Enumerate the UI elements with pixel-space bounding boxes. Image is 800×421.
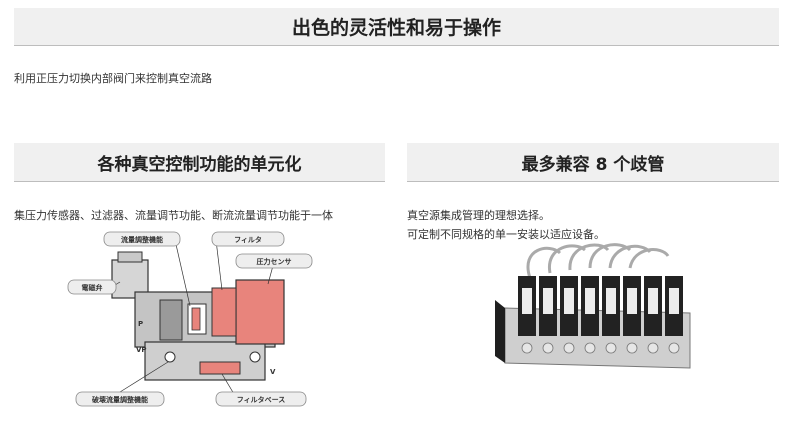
label-box-solenoid-valve — [67, 279, 117, 295]
manifold-description-line1: 真空源集成管理的理想选择。 — [407, 209, 550, 222]
manifold-description-line2: 可定制不同规格的单一安装以适应设备。 — [407, 228, 605, 241]
vacuum-units-description: 集压力传感器、过滤器、流量调节功能、断流流量调节功能于一体 — [14, 209, 333, 222]
filter-base-part — [199, 361, 241, 375]
label-box-flow-adjust — [103, 231, 181, 247]
section-title-banner-manifold: 最多兼容 8 个歧管 — [407, 143, 779, 182]
label-port-v: V — [270, 368, 276, 376]
intro-text: 利用正压力切换内部阀门来控制真空流路 — [14, 72, 212, 85]
label-box-pressure-sensor — [235, 253, 313, 269]
label-port-vp: VP — [136, 346, 147, 354]
break-flow-adjust-screw — [164, 351, 176, 363]
label-flow-adjust: 流量調整機能 — [121, 235, 163, 244]
label-port-p: P — [138, 320, 143, 328]
label-box-filter-base — [215, 391, 307, 407]
internal-passage — [159, 299, 183, 341]
section-title-vacuum-units: 各种真空控制功能的单元化 — [97, 154, 302, 175]
cross-section-diagram: 流量調整機能 フィルタ 圧力センサ 電磁弁 破壊流量調整機能 フィルタベース P… — [67, 231, 313, 407]
label-pressure-sensor: 圧力センサ — [257, 257, 292, 266]
page-title: 出色的灵活性和易于操作 — [291, 17, 501, 39]
manifold-product-image — [495, 243, 691, 369]
page-title-banner: 出色的灵活性和易于操作 — [14, 8, 779, 46]
label-box-filter — [211, 231, 285, 247]
solenoid-valve-cap — [117, 251, 143, 263]
label-solenoid-valve: 電磁弁 — [82, 283, 103, 292]
manifold-units — [518, 276, 683, 336]
label-filter-base: フィルタベース — [237, 395, 286, 404]
label-box-break-flow-adjust — [75, 391, 165, 407]
flow-adjust-needle — [191, 307, 201, 331]
section-title-manifold: 最多兼容 8 个歧管 — [521, 154, 665, 175]
label-filter: フィルタ — [234, 235, 262, 244]
port-fitting — [249, 351, 261, 363]
label-break-flow-adjust: 破壊流量調整機能 — [92, 395, 148, 404]
section-title-banner-vacuum-units: 各种真空控制功能的单元化 — [14, 143, 385, 182]
pressure-sensor-block — [235, 279, 285, 345]
filter-element — [211, 287, 237, 337]
